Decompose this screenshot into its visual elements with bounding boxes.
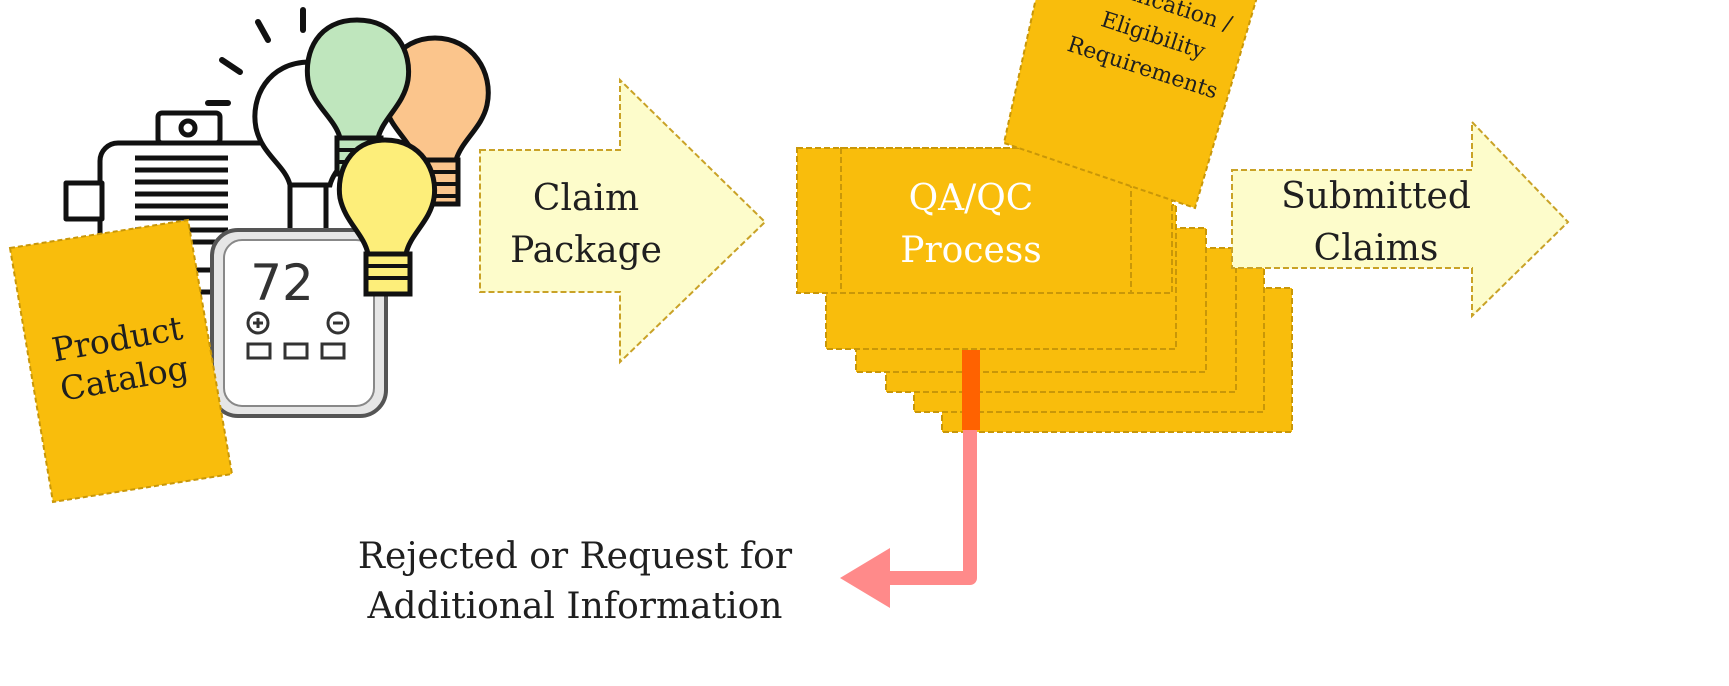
qaqc-stack [796,147,1293,433]
thermostat-icon: 72 [210,228,388,418]
qaqc-output-line [962,350,980,430]
claim-package-arrow: Claim Package [479,77,767,365]
submitted-line2: Claims [1314,228,1439,269]
submitted-line1: Submitted [1281,176,1471,217]
rejected-arrow [840,350,980,608]
spark-lines [205,7,306,106]
requirements-card: Verification / Eligibility Requirements [1002,0,1258,210]
yellow-bulb-icon [336,137,438,297]
qaqc-line1: QA/QC [909,178,1034,219]
rejected-line1: Rejected or Request for [358,536,793,577]
submitted-claims-arrow: Submitted Claims [1231,119,1570,319]
rejected-line2: Additional Information [367,586,783,627]
qaqc-line2: Process [900,230,1042,271]
thermostat-reading: 72 [250,254,314,312]
claim-package-line2: Package [510,230,662,271]
product-catalog-card: Product Catalog [8,218,234,504]
claim-package-line1: Claim [533,178,639,219]
qaqc-inner-border [840,147,1132,294]
